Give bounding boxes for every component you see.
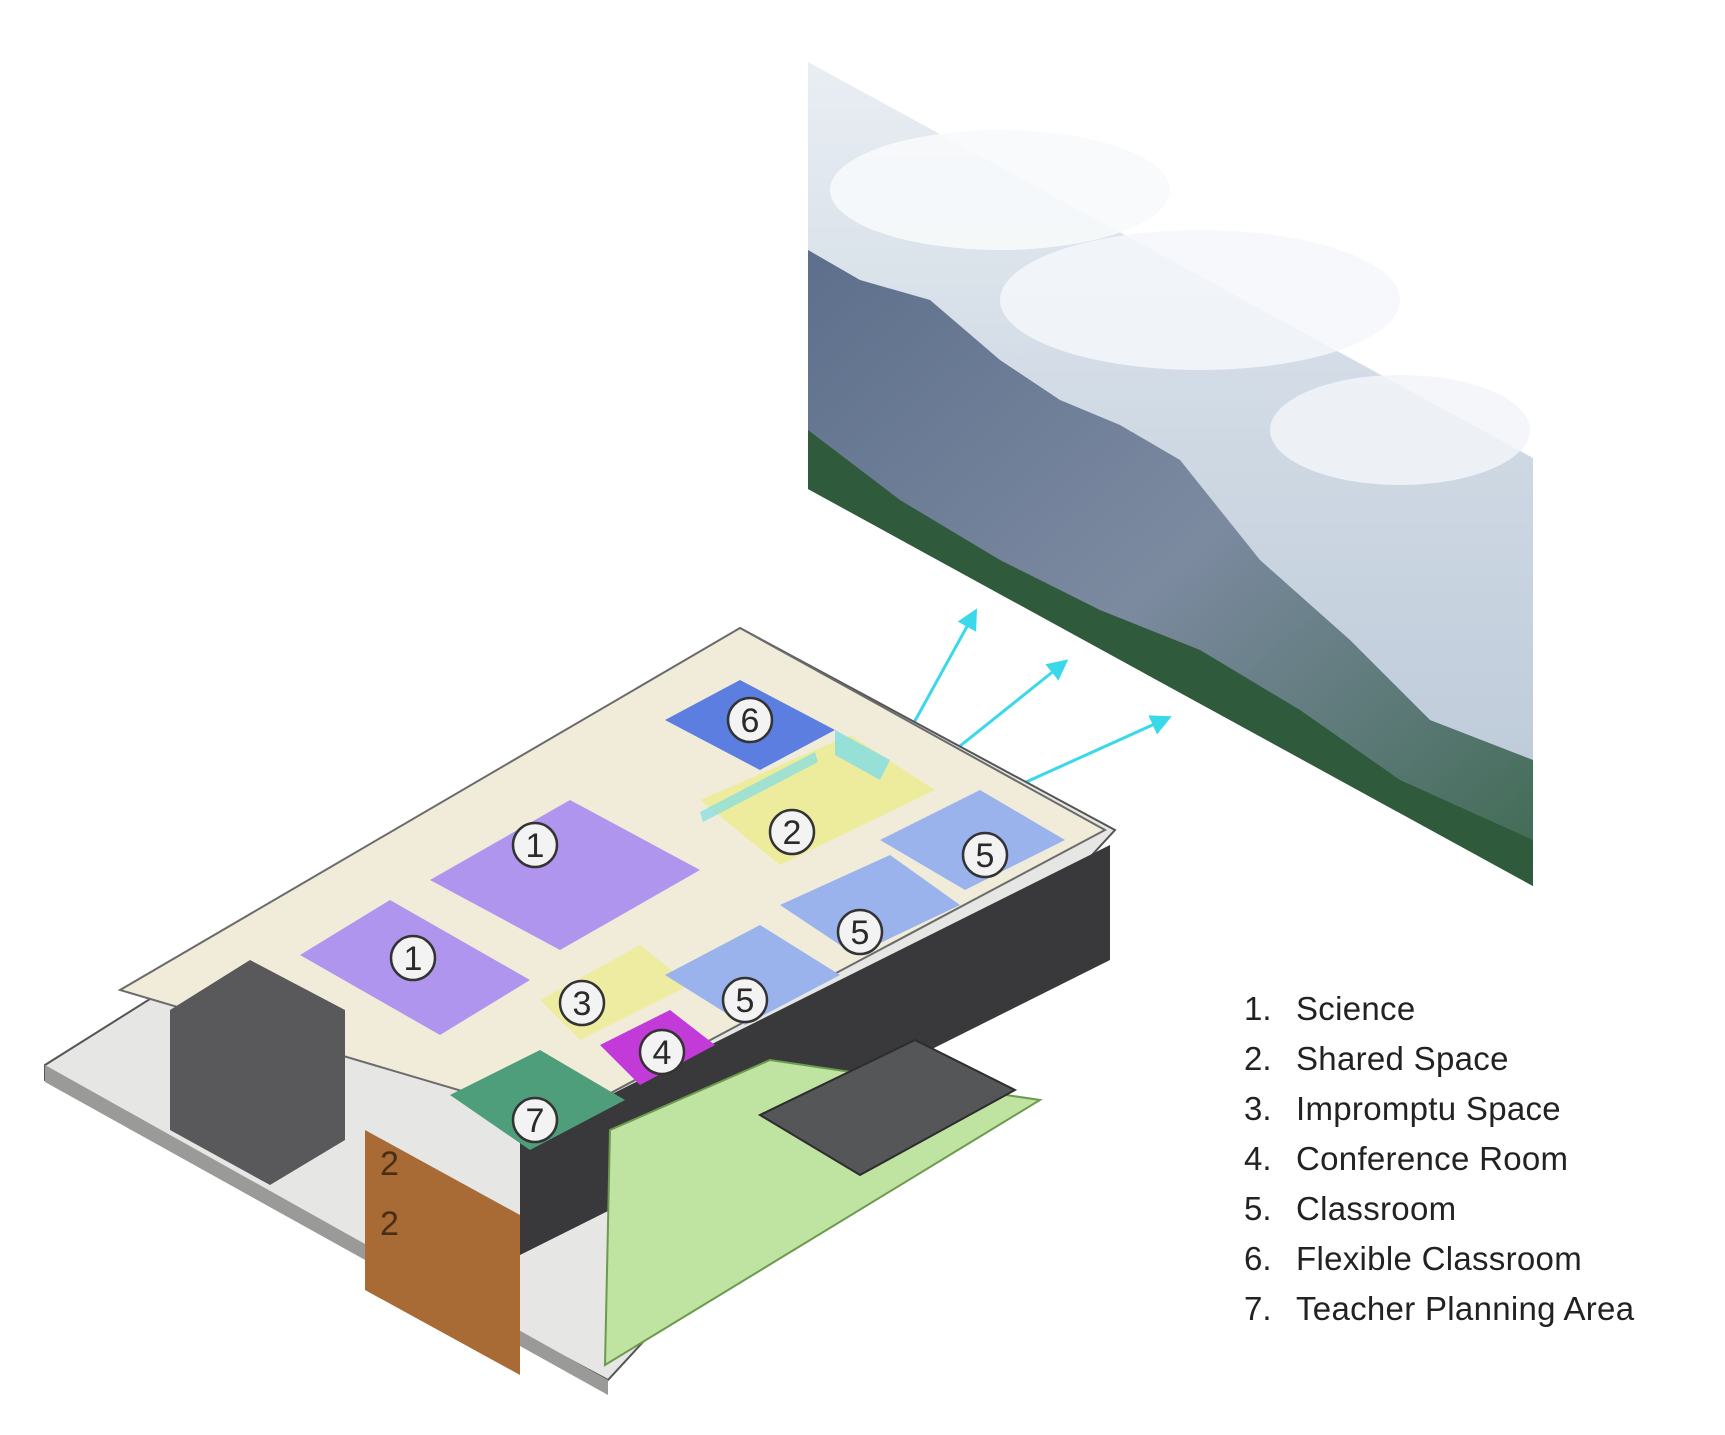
marker-circle: [511, 821, 559, 869]
marker-circle: [389, 934, 437, 982]
legend-item: 5. Classroom: [1244, 1190, 1634, 1240]
legend-number: 2.: [1244, 1040, 1272, 1077]
legend: 1. Science 2. Shared Space 3. Impromptu Spa…: [1244, 990, 1634, 1340]
marker-circle: [511, 1096, 559, 1144]
mountain-view-panel: [808, 62, 1533, 886]
marker-label: 5: [851, 914, 870, 952]
cloud-shape: [830, 130, 1170, 250]
marker-label: 2: [783, 814, 802, 852]
room-marker-classroom-b: 5: [836, 908, 884, 956]
legend-number: 3.: [1244, 1090, 1272, 1127]
room-marker-conference: 4: [638, 1028, 686, 1076]
room-marker-science-b: 1: [389, 934, 437, 982]
view-arrow: [1014, 715, 1172, 789]
legend-label: Shared Space: [1296, 1040, 1509, 1077]
marker-label: 7: [526, 1102, 545, 1140]
room-science-upper: [430, 800, 700, 950]
marker-label: 5: [976, 837, 995, 875]
room-classroom-c: [665, 925, 840, 1025]
building: [44, 626, 1117, 1395]
room-classroom-b: [780, 855, 960, 955]
marker-circle: [558, 979, 606, 1027]
legend-label: Teacher Planning Area: [1296, 1290, 1635, 1327]
legend-number: 1.: [1244, 990, 1272, 1027]
marker-label: 1: [526, 827, 545, 865]
marker-label: 5: [736, 982, 755, 1020]
floor-number: 2: [380, 1205, 399, 1243]
room-marker-science-a: 1: [511, 821, 559, 869]
legend-number: 6.: [1244, 1240, 1272, 1277]
floor-number: 2: [380, 1145, 399, 1183]
marker-label: 4: [653, 1034, 672, 1072]
glazing: [700, 752, 818, 822]
legend-number: 7.: [1244, 1290, 1272, 1327]
legend-item: 7. Teacher Planning Area: [1244, 1290, 1634, 1340]
marker-circle: [638, 1028, 686, 1076]
room-marker-planning: 7: [511, 1096, 559, 1144]
marker-label: 6: [741, 702, 760, 740]
legend-label: Science: [1296, 990, 1416, 1027]
marker-circle: [836, 908, 884, 956]
marker-label: 3: [573, 985, 592, 1023]
legend-number: 4.: [1244, 1140, 1272, 1177]
exterior-wall-wood: [365, 1130, 520, 1375]
cloud-shape: [1270, 375, 1530, 485]
cloud-shape: [1000, 230, 1400, 370]
legend-item: 2. Shared Space: [1244, 1040, 1634, 1090]
legend-item: 1. Science: [1244, 990, 1634, 1040]
legend-label: Flexible Classroom: [1296, 1240, 1582, 1277]
legend-item: 4. Conference Room: [1244, 1140, 1634, 1190]
forest-band: [808, 430, 1533, 886]
legend-label: Conference Room: [1296, 1140, 1569, 1177]
legend-item: 6. Flexible Classroom: [1244, 1240, 1634, 1290]
legend-number: 5.: [1244, 1190, 1272, 1227]
marker-circle: [768, 808, 816, 856]
room-markers: 1 1 2 3 4 5 5 5: [389, 696, 1009, 1144]
marker-label: 1: [404, 940, 423, 978]
room-marker-classroom-a: 5: [961, 831, 1009, 879]
room-marker-classroom-c: 5: [721, 976, 769, 1024]
floor-numbers: 2 2: [380, 1145, 399, 1243]
glazing: [835, 730, 890, 780]
legend-label: Impromptu Space: [1296, 1090, 1561, 1127]
room-marker-shared: 2: [768, 808, 816, 856]
legend-item: 3. Impromptu Space: [1244, 1090, 1634, 1140]
mountain-range: [808, 250, 1533, 886]
legend-label: Classroom: [1296, 1190, 1457, 1227]
marker-circle: [726, 696, 774, 744]
room-marker-impromptu: 3: [558, 979, 606, 1027]
stair-core-dark: [170, 960, 345, 1185]
marker-circle: [721, 976, 769, 1024]
marker-circle: [961, 831, 1009, 879]
room-marker-flexible: 6: [726, 696, 774, 744]
outdoor-canopy: [757, 1038, 1018, 1177]
